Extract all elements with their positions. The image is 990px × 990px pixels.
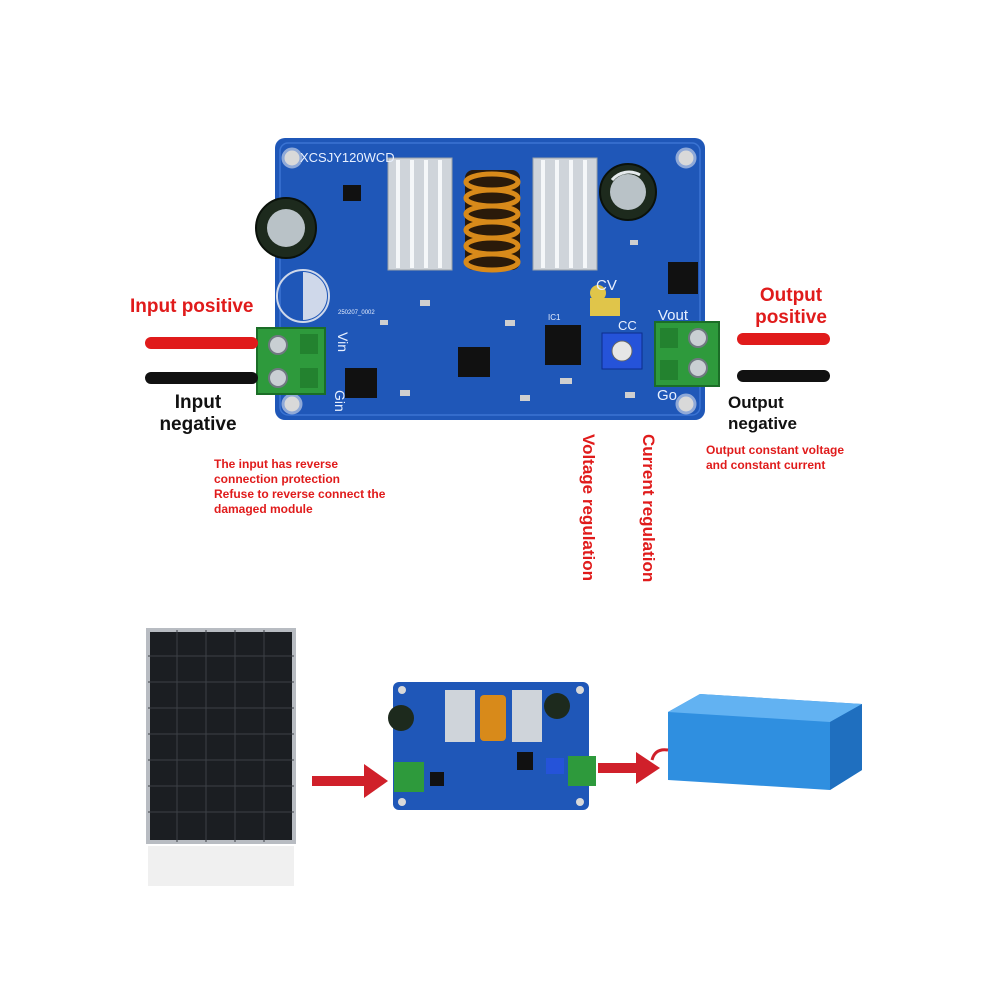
output-positive-wire (737, 333, 830, 345)
output-positive-label: Output positive (755, 285, 827, 328)
mini-board (388, 682, 596, 810)
board-model-text: XCSJY120WCD (300, 150, 395, 165)
battery-pack-icon (650, 694, 862, 790)
vin-label: Vin (335, 332, 351, 352)
gout-label: Go (657, 387, 677, 404)
system-diagram (146, 628, 862, 886)
gin-label: Gin (332, 390, 348, 412)
arrow-right-icon (312, 764, 388, 798)
main-board-diagram: XCSJY120WCD 250207_0002 CV CC Vout Go IC… (255, 138, 720, 420)
voltage-regulation-label: Voltage regulation (579, 434, 598, 582)
input-negative-label: Input negative (159, 392, 237, 435)
output-constant-note: Output constant voltage and constant cur… (706, 443, 844, 472)
inductor-coil (463, 170, 521, 273)
reverse-protection-note: The input has reverse connection protect… (214, 457, 340, 486)
output-negative-label: Output negative (728, 393, 797, 433)
heatsink-right (532, 157, 598, 271)
heatsink-left (387, 157, 453, 271)
ic1-label: IC1 (548, 313, 561, 322)
current-regulation-label: Current regulation (639, 434, 658, 583)
refuse-reverse-note: Refuse to reverse connect the damaged mo… (214, 487, 386, 516)
cc-label: CC (618, 318, 637, 333)
board-serial-text: 250207_0002 (338, 310, 375, 316)
input-terminal (256, 327, 326, 395)
capacitor-output (599, 163, 657, 221)
output-negative-wire (737, 370, 830, 382)
arrow-right-icon (598, 752, 660, 784)
pcb-board: XCSJY120WCD 250207_0002 CV CC Vout Go IC… (255, 138, 720, 420)
output-terminal (654, 321, 720, 387)
input-positive-wire (145, 337, 258, 349)
input-negative-wire (145, 372, 258, 384)
solar-panel-icon (146, 628, 296, 886)
capacitor-input (255, 197, 317, 259)
input-positive-label: Input positive (130, 296, 254, 317)
vout-label: Vout (658, 307, 689, 324)
cv-label: CV (596, 277, 617, 294)
